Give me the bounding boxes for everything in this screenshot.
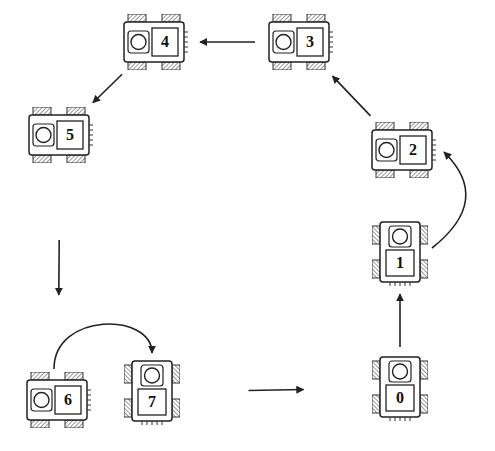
- robot-number: 5: [57, 121, 83, 149]
- move-arrow: [399, 294, 401, 347]
- robot-car: 4: [120, 14, 190, 70]
- robot-number: 3: [297, 28, 323, 56]
- robot-number: 2: [400, 136, 426, 164]
- robot-outline: [265, 14, 335, 70]
- robot-outline: [372, 353, 428, 423]
- robot-number: 7: [138, 389, 166, 415]
- move-arrow: [249, 389, 304, 391]
- move-arrow: [200, 41, 255, 43]
- robot-outline: [372, 218, 428, 288]
- robot-outline: [124, 357, 180, 427]
- robot-outline: [368, 122, 438, 178]
- move-arrow: [58, 240, 60, 295]
- robot-car: 1: [372, 218, 428, 288]
- robot-outline: [23, 372, 93, 428]
- robot-car: 5: [25, 107, 95, 163]
- robot-number: 6: [55, 386, 81, 414]
- robot-car: 2: [368, 122, 438, 178]
- robot-number: 1: [386, 250, 414, 276]
- move-arrow: [93, 74, 122, 103]
- robot-car: 6: [23, 372, 93, 428]
- robot-number: 4: [152, 28, 178, 56]
- robot-number: 0: [386, 385, 414, 411]
- robot-car: 3: [265, 14, 335, 70]
- robot-car: 7: [124, 357, 180, 427]
- robot-outline: [120, 14, 190, 70]
- move-arrow: [432, 152, 466, 248]
- robot-car: 0: [372, 353, 428, 423]
- move-arrow: [333, 76, 371, 116]
- robot-outline: [25, 107, 95, 163]
